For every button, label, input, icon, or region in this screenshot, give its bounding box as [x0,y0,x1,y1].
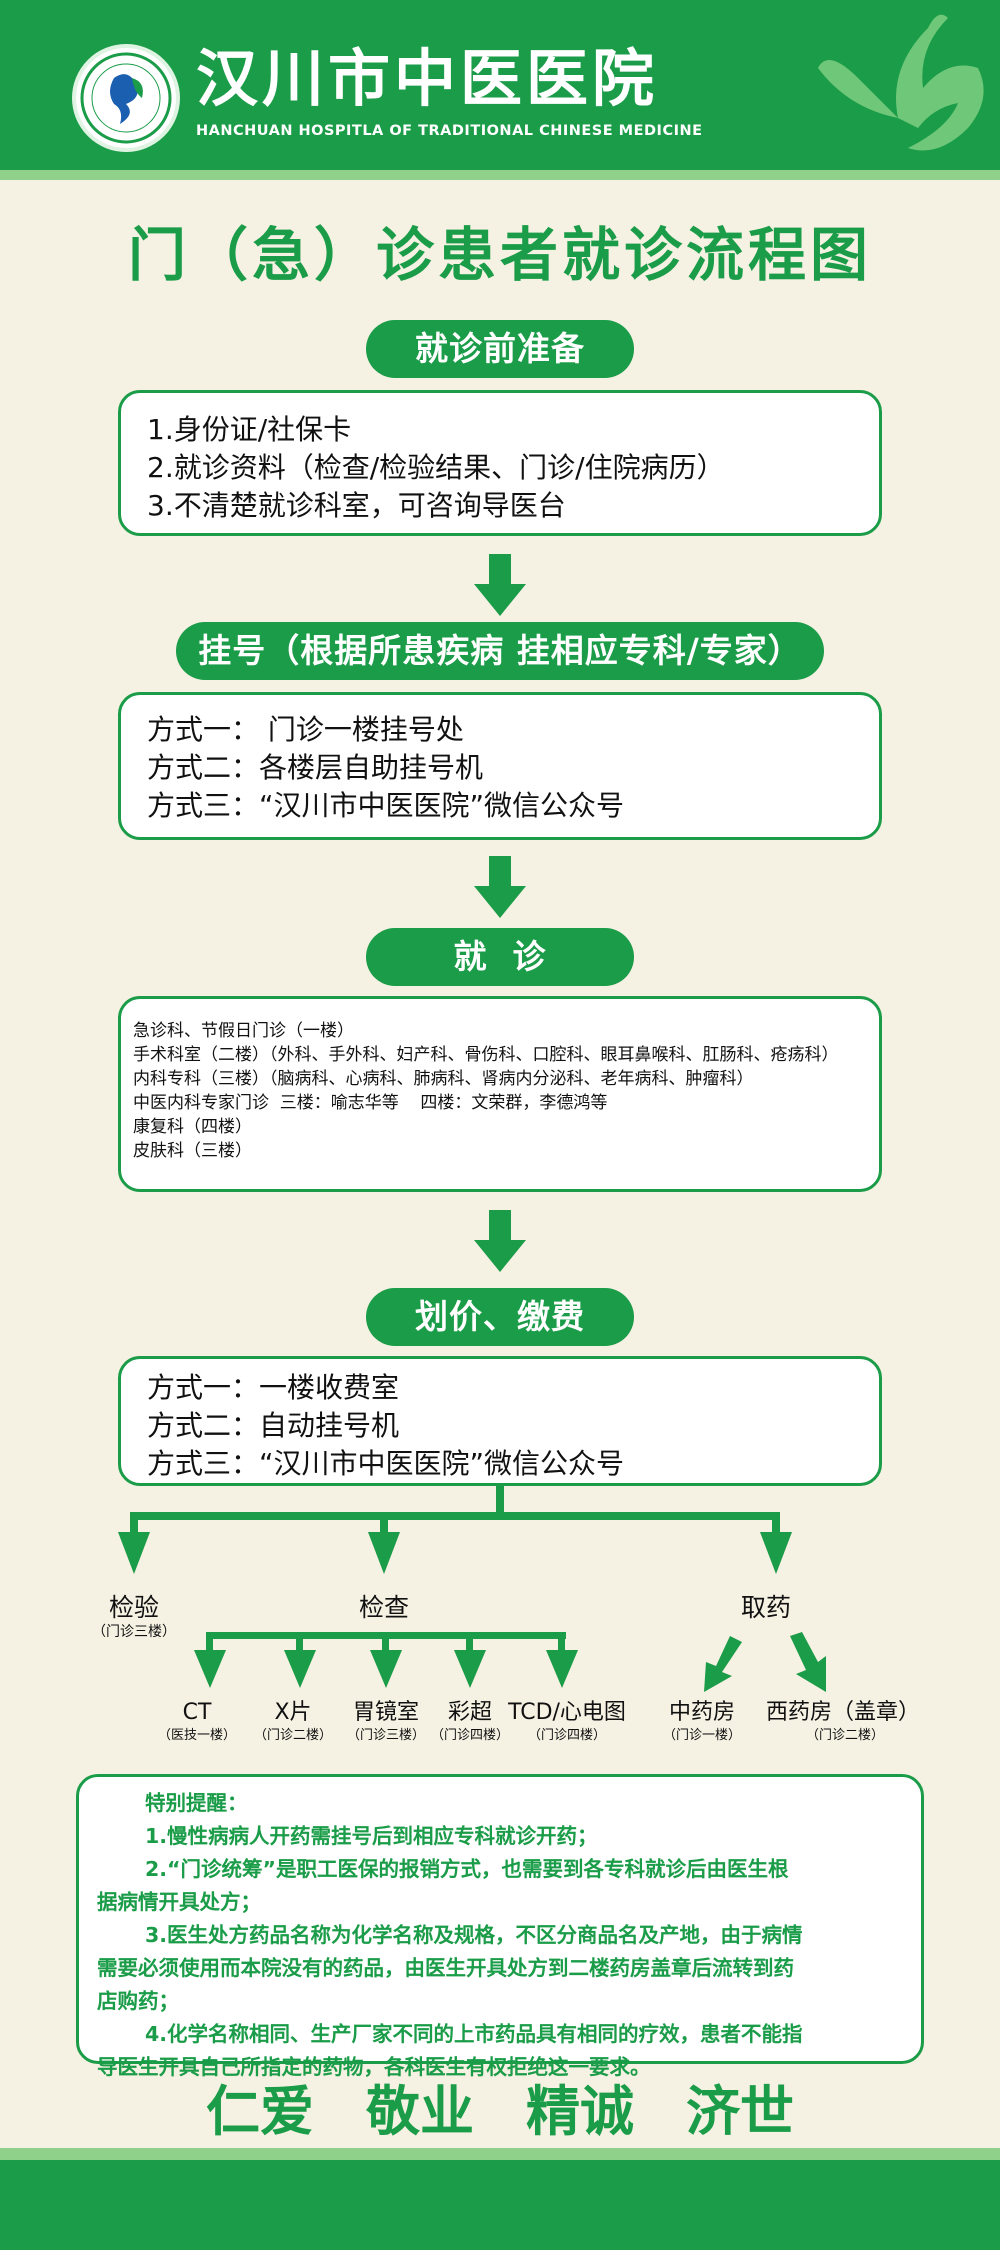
step-box-payment: 方式一：一楼收费室 方式二：自动挂号机 方式三：“汉川市中医医院”微信公众号 [118,1356,882,1486]
step-pill-registration: 挂号（根据所患疾病 挂相应专科/专家） [176,622,824,680]
list-item: 3.不清楚就诊科室，可咨询导医台 [147,489,566,522]
exam-item-gastroscopy: 胃镜室 [352,1700,419,1725]
page-title: 门（急）诊患者就诊流程图 [127,221,872,289]
exam-item-ultrasound: 彩超 [447,1700,492,1725]
list-item: 急诊科、节假日门诊（一楼） [133,1021,354,1041]
footer-stripe [0,2148,1000,2160]
arrow-down-icon [474,856,526,918]
step-pill-payment: 划价、缴费 [366,1288,634,1346]
list-item: 方式三：“汉川市中医医院”微信公众号 [147,789,625,822]
notice-line: 需要必须使用而本院没有的药品，由医生开具处方到二楼药房盖章后流转到药 [97,1956,794,1980]
special-notice-box: 特别提醒： 1.慢性病病人开药需挂号后到相应专科就诊开药； 2.“门诊统筹”是职… [76,1774,924,2079]
notice-line: 1.慢性病病人开药需挂号后到相应专科就诊开药； [145,1824,598,1848]
list-item: 中医内科专家门诊 三楼：喻志华等 四楼：文荣群，李德鸿等 [133,1093,608,1113]
list-item: 方式二：自动挂号机 [147,1409,400,1442]
motto-word: 济世 [686,2080,794,2143]
notice-line: 导医生开具自己所指定的药物，各科医生有权拒绝这一要求。 [97,2055,651,2079]
hospital-name: 汉川市中医医院 [196,42,659,115]
step-box-registration: 方式一： 门诊一楼挂号处 方式二：各楼层自助挂号机 方式三：“汉川市中医医院”微… [118,692,882,840]
list-item: 康复科（四楼） [133,1117,252,1137]
footer-banner [0,2160,1000,2250]
arrow-down-icon [474,554,526,616]
pharmacy-item-sub: （门诊一楼） [662,1728,741,1743]
list-item: 手术科室（二楼）（外科、手外科、妇产科、骨伤科、口腔科、眼耳鼻喉科、肛肠科、疮疡… [133,1045,839,1065]
header-stripe [0,170,1000,180]
branch-label-exam: 检查 [358,1593,409,1622]
list-item: 方式二：各楼层自助挂号机 [147,751,484,784]
list-item: 方式三：“汉川市中医医院”微信公众号 [147,1447,625,1480]
step-pill-consultation: 就 诊 [366,928,634,986]
exam-item-xray: X片 [274,1700,312,1725]
leaf-emblem-icon [818,14,984,151]
exam-item-ct: CT [182,1700,212,1725]
notice-line: 3.医生处方药品名称为化学名称及规格，不区分商品名及产地，由于病情 [145,1923,803,1947]
arrow-down-icon [474,1210,526,1272]
motto-word: 敬业 [366,2080,474,2143]
list-item: 2.就诊资料（检查/检验结果、门诊/住院病历） [147,451,725,484]
step-box-consultation: 急诊科、节假日门诊（一楼） 手术科室（二楼）（外科、手外科、妇产科、骨伤科、口腔… [118,996,882,1192]
notice-title: 特别提醒： [145,1791,248,1815]
exam-item-sub: （门诊四楼） [430,1728,509,1743]
branch-sub-lab-test: （门诊三楼） [92,1624,176,1640]
motto-word: 仁爱 [206,2080,314,2143]
notice-line: 4.化学名称相同、生产厂家不同的上市药品具有相同的疗效，患者不能指 [145,2022,803,2046]
branch-label-pharmacy: 取药 [740,1593,791,1622]
exam-item-sub: （医技一楼） [157,1728,236,1743]
pharmacy-item-western: 西药房（盖章） [765,1700,920,1725]
notice-line: 店购药； [97,1989,179,2013]
exam-item-tcd-ecg: TCD/心电图 [508,1700,626,1725]
pharmacy-item-chinese: 中药房 [668,1700,735,1725]
hospital-logo-icon [72,44,180,152]
exam-item-sub: （门诊四楼） [527,1728,606,1743]
list-item: 方式一： 门诊一楼挂号处 [147,713,464,746]
exam-item-sub: （门诊二楼） [253,1728,332,1743]
motto-word: 精诚 [526,2080,634,2143]
branch-label-lab-test: 检验 [108,1593,159,1622]
step-box-preparation: 1.身份证/社保卡 2.就诊资料（检查/检验结果、门诊/住院病历） 3.不清楚就… [118,390,882,536]
notice-line: 据病情开具处方； [97,1890,261,1914]
pharmacy-item-sub: （门诊二楼） [805,1728,884,1743]
list-item: 1.身份证/社保卡 [147,413,352,446]
step-pill-preparation: 就诊前准备 [366,320,634,378]
exam-item-sub: （门诊三楼） [346,1728,425,1743]
list-item: 皮肤科（三楼） [133,1141,252,1161]
hospital-motto: 仁爱敬业精诚济世 [0,2085,1000,2139]
list-item: 方式一：一楼收费室 [147,1371,400,1404]
hospital-name-en: HANCHUAN HOSPITLA OF TRADITIONAL CHINESE… [196,123,703,139]
list-item: 内科专科（三楼）（脑病科、心病科、肺病科、肾病内分泌科、老年病科、肿瘤科） [133,1069,754,1089]
notice-line: 2.“门诊统筹”是职工医保的报销方式，也需要到各专科就诊后由医生根 [145,1857,789,1881]
branch-connectors [118,1486,826,1692]
